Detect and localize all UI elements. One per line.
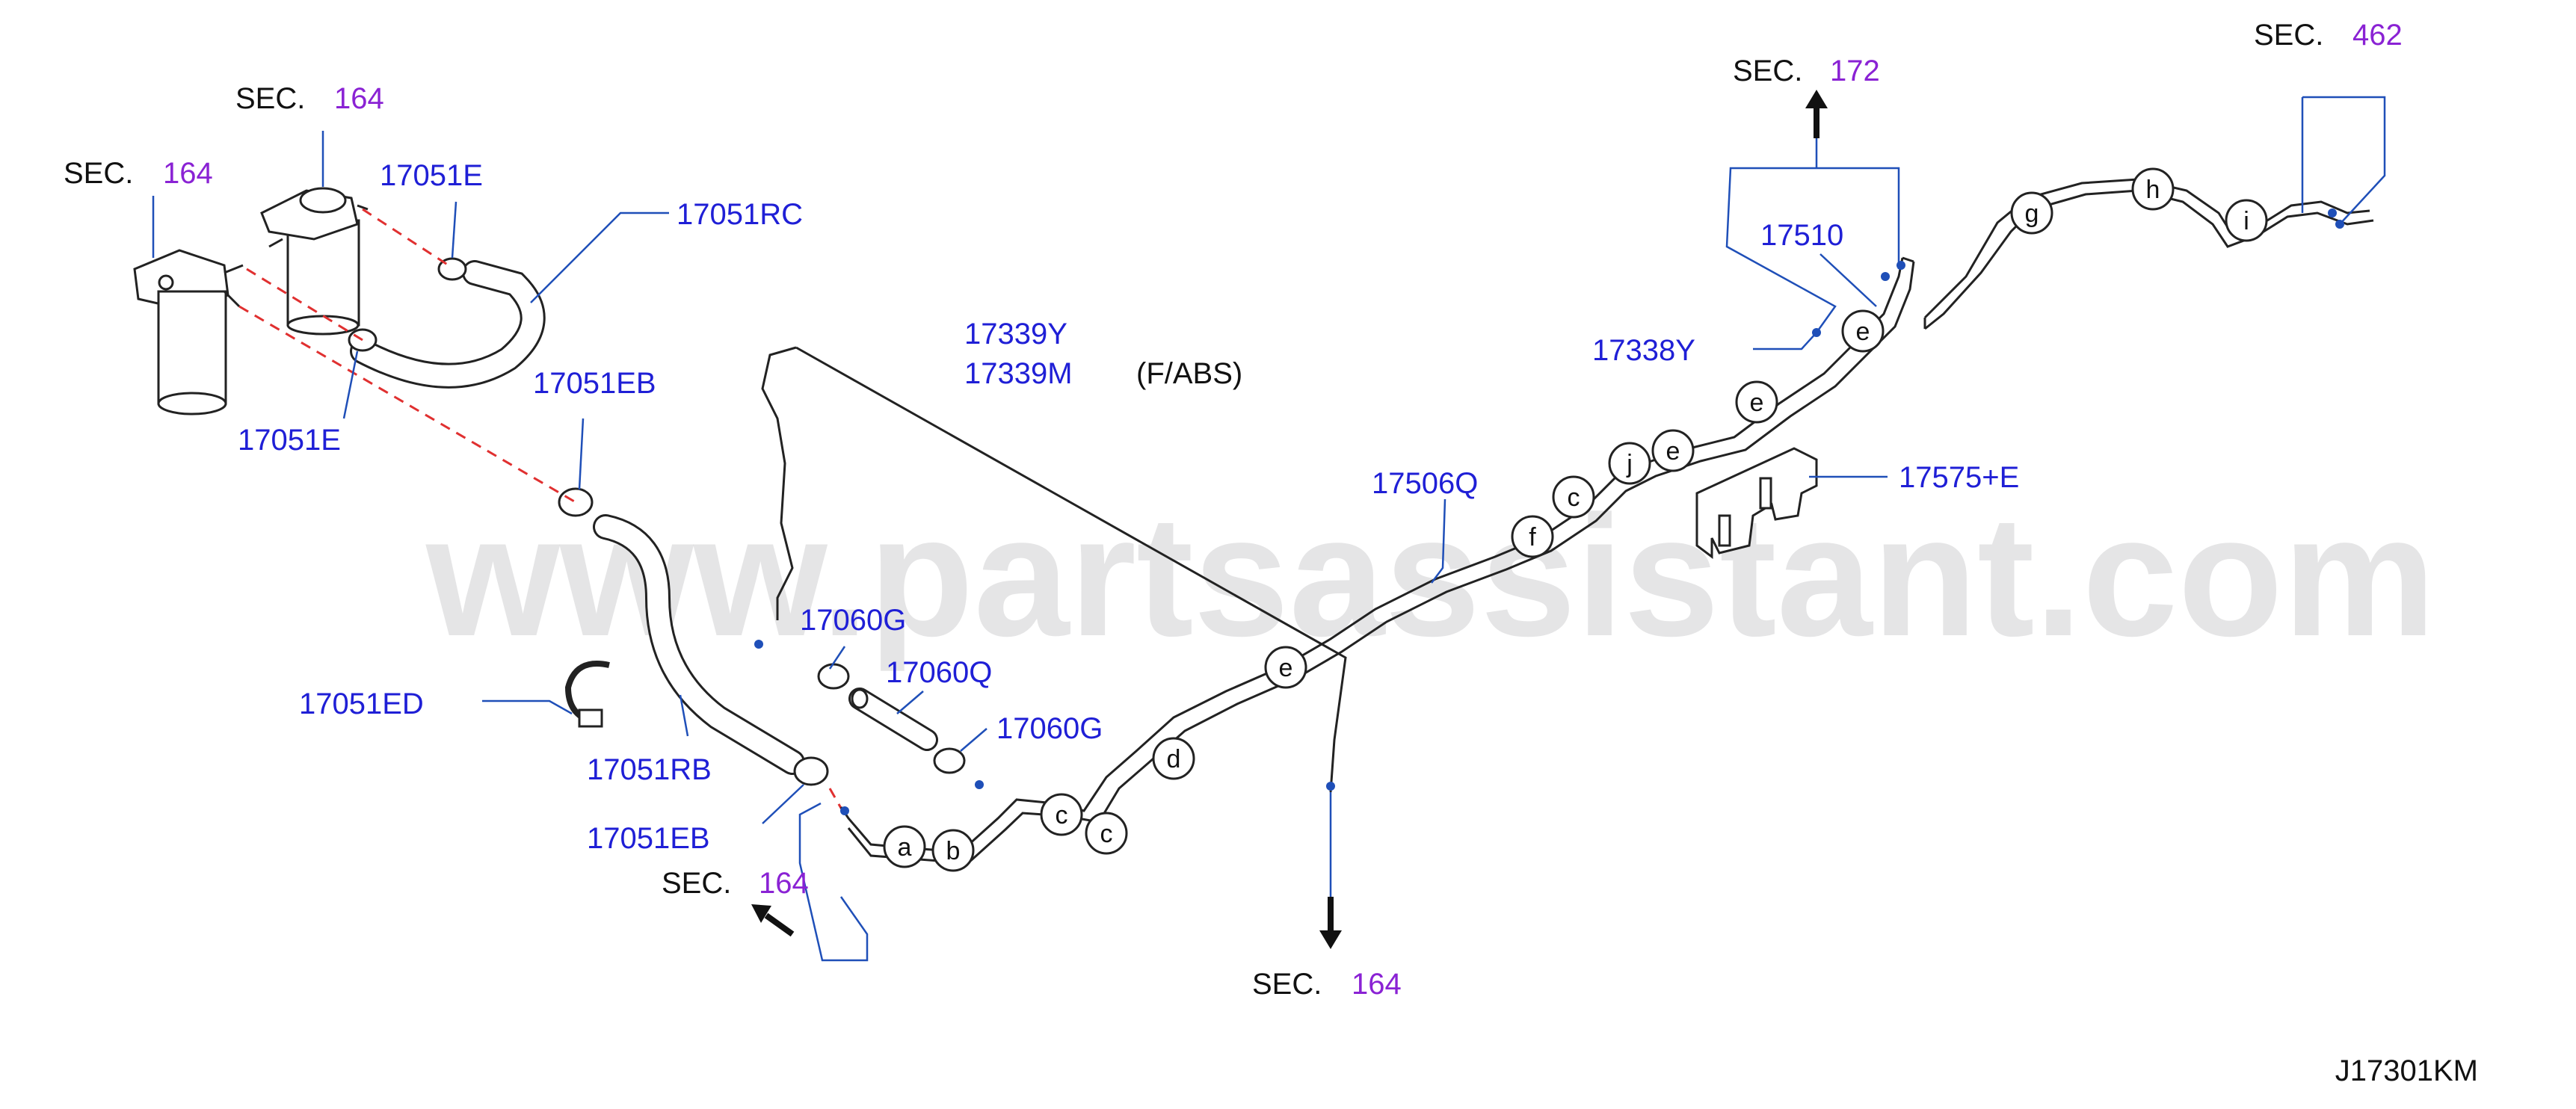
- svg-text:164: 164: [1352, 968, 1402, 1001]
- part-17051e-top[interactable]: 17051E: [380, 159, 483, 192]
- sec-172[interactable]: SEC. 172: [1733, 55, 1880, 87]
- part-17051eb-bottom[interactable]: 17051EB: [587, 822, 710, 855]
- callout-a: a: [883, 825, 926, 868]
- part-17510[interactable]: 17510: [1760, 219, 1843, 252]
- svg-text:c: c: [1056, 801, 1068, 830]
- svg-text:d: d: [1167, 745, 1181, 773]
- part-17051rc[interactable]: 17051RC: [677, 198, 803, 231]
- svg-text:SEC.: SEC.: [235, 82, 305, 115]
- svg-text:164: 164: [163, 157, 213, 190]
- svg-text:f: f: [1529, 523, 1536, 552]
- fuel-filter-right: [260, 187, 369, 336]
- part-17051rb[interactable]: 17051RB: [587, 753, 712, 786]
- callout-g: g: [2010, 191, 2053, 235]
- svg-text:e: e: [1279, 654, 1293, 682]
- svg-text:e: e: [1750, 389, 1764, 417]
- svg-text:172: 172: [1830, 55, 1880, 87]
- clamp-17060g-right: [933, 747, 966, 774]
- sec-164-b[interactable]: SEC. 164: [64, 157, 213, 190]
- connection-dash-3: [238, 305, 576, 504]
- part-17051e-bottom[interactable]: 17051E: [238, 424, 341, 457]
- callout-e: e: [1841, 309, 1885, 353]
- svg-text:g: g: [2025, 200, 2039, 228]
- part-17338y[interactable]: 17338Y: [1592, 334, 1695, 367]
- arrow-up-sec-172: [1805, 90, 1828, 138]
- svg-text:c: c: [1568, 484, 1580, 512]
- leader-17339y: [795, 346, 1347, 793]
- svg-text:j: j: [1626, 450, 1633, 478]
- sec-164-a[interactable]: SEC. 164: [235, 82, 384, 115]
- arrow-down-sec-164: [1319, 897, 1342, 949]
- part-17506q[interactable]: 17506Q: [1372, 467, 1478, 500]
- svg-text:a: a: [898, 833, 912, 862]
- watermark: www.partsassistant.com: [425, 480, 2435, 672]
- clamp-17051ed: [564, 661, 610, 728]
- svg-text:h: h: [2146, 176, 2160, 204]
- callout-e: e: [1264, 646, 1307, 689]
- svg-text:e: e: [1666, 437, 1680, 466]
- hose-17051rc: [350, 260, 546, 389]
- diagram-code: J17301KM: [2335, 1054, 2478, 1087]
- part-17051ed[interactable]: 17051ED: [299, 688, 424, 720]
- sec-462[interactable]: SEC. 462: [2254, 19, 2403, 52]
- part-17575e[interactable]: 17575+E: [1899, 461, 2019, 494]
- svg-text:SEC.: SEC.: [64, 157, 133, 190]
- svg-text:e: e: [1856, 318, 1870, 346]
- fuel-pipe: [839, 178, 2374, 865]
- callout-f: f: [1511, 515, 1554, 558]
- callout-b: b: [931, 829, 975, 872]
- callout-h: h: [2131, 167, 2175, 211]
- contour-line-17339y: [761, 346, 797, 620]
- callout-d: d: [1152, 737, 1195, 780]
- svg-text:i: i: [2243, 207, 2249, 235]
- bracket-sec-164-c: [798, 802, 869, 962]
- clamp-17060g-top: [817, 663, 850, 690]
- fuel-filter-left: [133, 249, 244, 416]
- hose-17051rb: [593, 514, 805, 775]
- callout-j: j: [1608, 442, 1651, 485]
- note-fabs: (F/ABS): [1136, 357, 1242, 390]
- part-17060g-right[interactable]: 17060G: [996, 712, 1103, 745]
- callout-c: c: [1040, 793, 1083, 836]
- connection-dash-1: [362, 208, 449, 267]
- callout-i: i: [2225, 199, 2268, 242]
- arrow-left-sec-164: [751, 904, 795, 937]
- hose-17060q: [848, 688, 938, 751]
- part-17060q[interactable]: 17060Q: [886, 656, 992, 689]
- callout-c: c: [1085, 812, 1128, 855]
- svg-text:164: 164: [334, 82, 384, 115]
- part-17060g-top[interactable]: 17060G: [800, 604, 906, 637]
- sec-164-d[interactable]: SEC. 164: [1252, 968, 1402, 1001]
- leader-lines: [152, 96, 2386, 897]
- svg-text:164: 164: [759, 867, 809, 900]
- part-17339y[interactable]: 17339Y: [964, 318, 1067, 350]
- part-17051eb-top[interactable]: 17051EB: [533, 367, 656, 400]
- svg-text:SEC.: SEC.: [1733, 55, 1802, 87]
- part-17339m[interactable]: 17339M: [964, 357, 1073, 390]
- sec-164-c[interactable]: SEC. 164: [662, 867, 809, 900]
- bracket-17575e: [1695, 447, 1818, 559]
- callout-bubbles: a b c c d e f c j e e e g h i: [883, 167, 2268, 872]
- svg-text:SEC.: SEC.: [662, 867, 731, 900]
- svg-text:462: 462: [2352, 19, 2403, 52]
- svg-text:SEC.: SEC.: [2254, 19, 2323, 52]
- callout-e: e: [1735, 380, 1778, 424]
- clamp-17051eb-top: [558, 487, 594, 517]
- svg-text:b: b: [946, 837, 961, 865]
- svg-text:SEC.: SEC.: [1252, 968, 1322, 1001]
- connection-dots: [754, 208, 2344, 815]
- callout-c: c: [1552, 475, 1595, 519]
- connection-dash-2: [246, 268, 363, 342]
- callout-e: e: [1651, 429, 1695, 472]
- clamp-17051eb-bottom: [793, 756, 829, 786]
- svg-text:c: c: [1100, 820, 1113, 848]
